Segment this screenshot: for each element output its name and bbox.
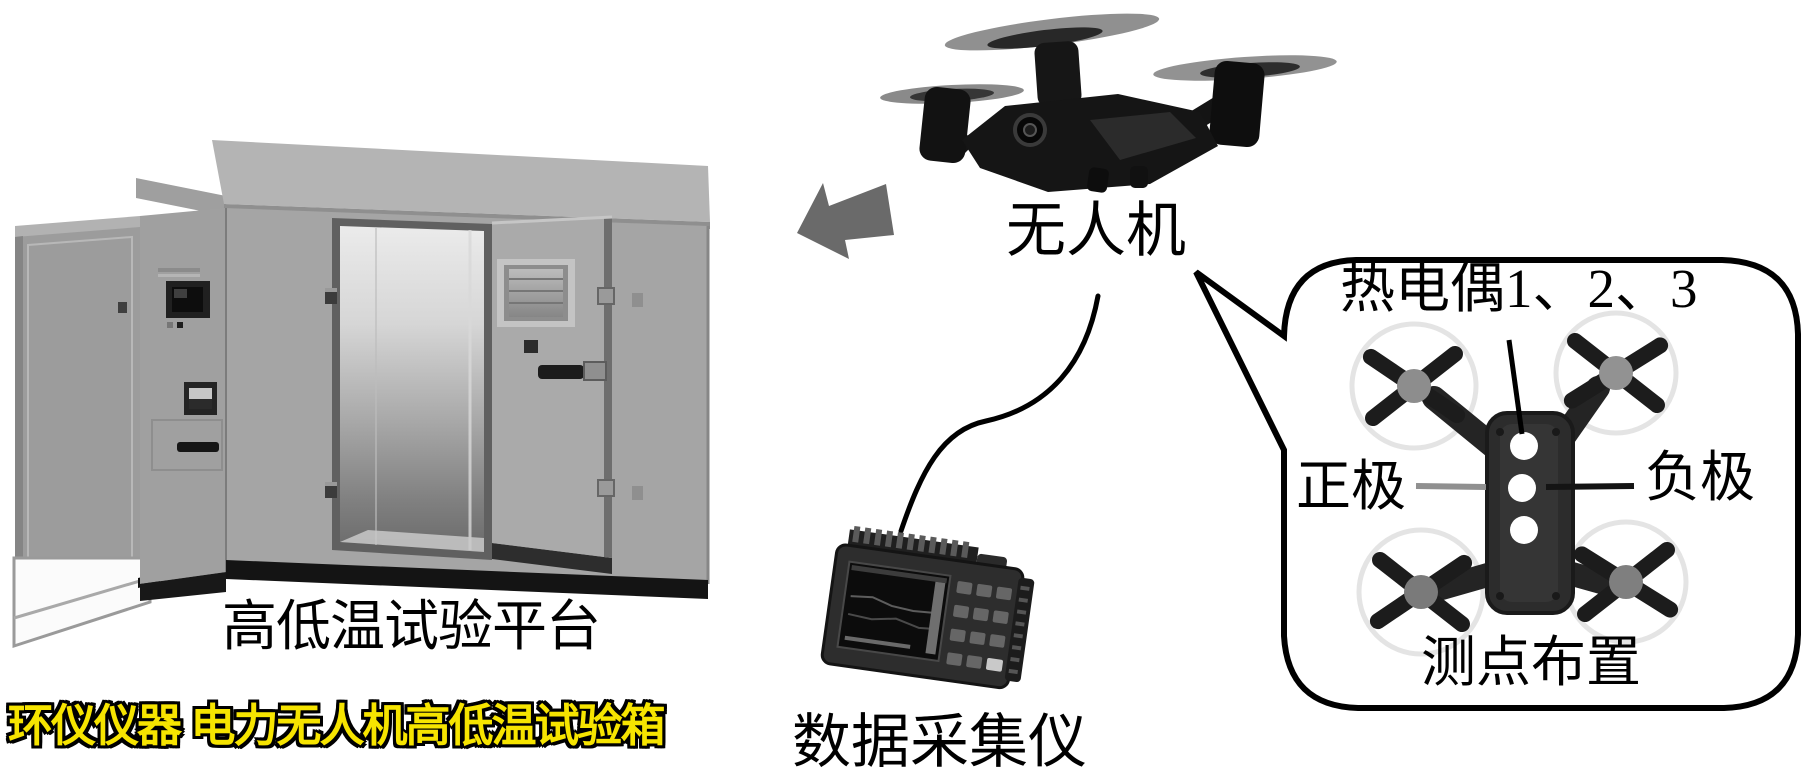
fuselage-bolts (1496, 428, 1560, 600)
test-chamber-photo (12, 140, 710, 649)
drone-camera-lens (1023, 123, 1037, 137)
chamber-roof (212, 140, 710, 222)
drone-top-hubs (1397, 356, 1643, 609)
logger-screen-header (851, 564, 948, 584)
drone-top-fuselage-plate (1500, 424, 1558, 602)
door-port-plug (524, 340, 538, 353)
stand-frame-rail (13, 576, 151, 620)
drone-top-view (1362, 332, 1679, 633)
drone-label: 无人机 (1006, 198, 1186, 264)
window-blinds (509, 278, 563, 304)
logger-side-ticks (1008, 585, 1030, 675)
logger-scale-bar (925, 581, 946, 655)
measurement-points-label: 测点布置 (1421, 632, 1642, 693)
column-panel-seam (151, 419, 223, 471)
thermocouple-hole-2 (1508, 474, 1536, 502)
door-hinge-plate-2 (597, 479, 615, 497)
chamber-roof-step (136, 178, 226, 216)
open-door-top-highlight (491, 215, 613, 225)
side-cabinet-top (15, 216, 140, 239)
negative-pole-label: 负极 (1645, 447, 1756, 508)
motor-pod-left (919, 86, 971, 164)
thermocouples-label: 热电偶1、2、3 (1340, 258, 1698, 319)
side-cabinet-left-edge (15, 236, 23, 602)
open-door-edge (604, 217, 612, 558)
indicator-light-1 (167, 322, 173, 328)
recorder-display-top (189, 388, 212, 399)
watermark-text: 环仪仪器 电力无人机高低温试验箱 (8, 700, 666, 751)
logger-side-panel (1004, 577, 1035, 683)
recorder-display-bottom (189, 399, 212, 409)
column-vent-1 (158, 268, 200, 272)
chamber-label: 高低温试验平台 (222, 596, 601, 657)
drone-foot-2 (1130, 166, 1148, 188)
drone-photo (880, 13, 1337, 193)
door-latch (583, 361, 607, 381)
logger-keypad[interactable] (946, 581, 1013, 672)
prop-blur-top-core (987, 27, 1103, 49)
side-cabinet-latch (118, 302, 127, 313)
column-base (140, 572, 226, 601)
door-handle[interactable] (538, 365, 584, 379)
connector-curve-to-logger (898, 293, 1101, 534)
jamb-plate-2 (632, 486, 643, 500)
door-hinge-plate-1 (597, 287, 615, 305)
left-arrow-icon (797, 183, 894, 259)
thermocouple-hole-3 (1510, 516, 1538, 544)
negative-pointer-line (1545, 483, 1635, 490)
thermocouple-pointer-line (1506, 339, 1525, 435)
drone-foot-1 (1087, 167, 1109, 193)
logger-terminals (852, 525, 970, 558)
controller-screen-glint (174, 289, 187, 298)
paper-slot (177, 442, 219, 452)
positive-pole-label: 正极 (1296, 456, 1407, 517)
data-logger-label: 数据采集仪 (792, 709, 1088, 775)
thermocouple-hole-1 (1510, 432, 1538, 460)
door-hinge-lower-cap (325, 482, 337, 486)
positive-pointer-line (1415, 483, 1487, 490)
motor-pod-top (1034, 41, 1082, 107)
jamb-plate-1 (632, 293, 643, 307)
chamber-base (226, 560, 708, 599)
logger-status-line (844, 635, 911, 649)
data-logger-photo (820, 525, 1035, 690)
logger-screen[interactable] (836, 560, 952, 663)
doorway-metal-panel (340, 226, 484, 552)
doorway-floor (340, 530, 484, 552)
logger-trace-1 (850, 595, 936, 615)
motor-pod-right (1209, 60, 1265, 148)
stand-frame (12, 556, 152, 649)
logger-trace-2 (847, 612, 933, 630)
indicator-light-2 (177, 322, 183, 328)
open-door-shadow (492, 543, 612, 574)
column-vent-2 (158, 274, 200, 277)
door-hinge-upper-cap (325, 288, 337, 292)
side-cabinet-front (15, 227, 140, 602)
door-window-glass (509, 269, 563, 317)
callout-bubble (1193, 257, 1801, 711)
drone-canopy (1090, 112, 1196, 160)
